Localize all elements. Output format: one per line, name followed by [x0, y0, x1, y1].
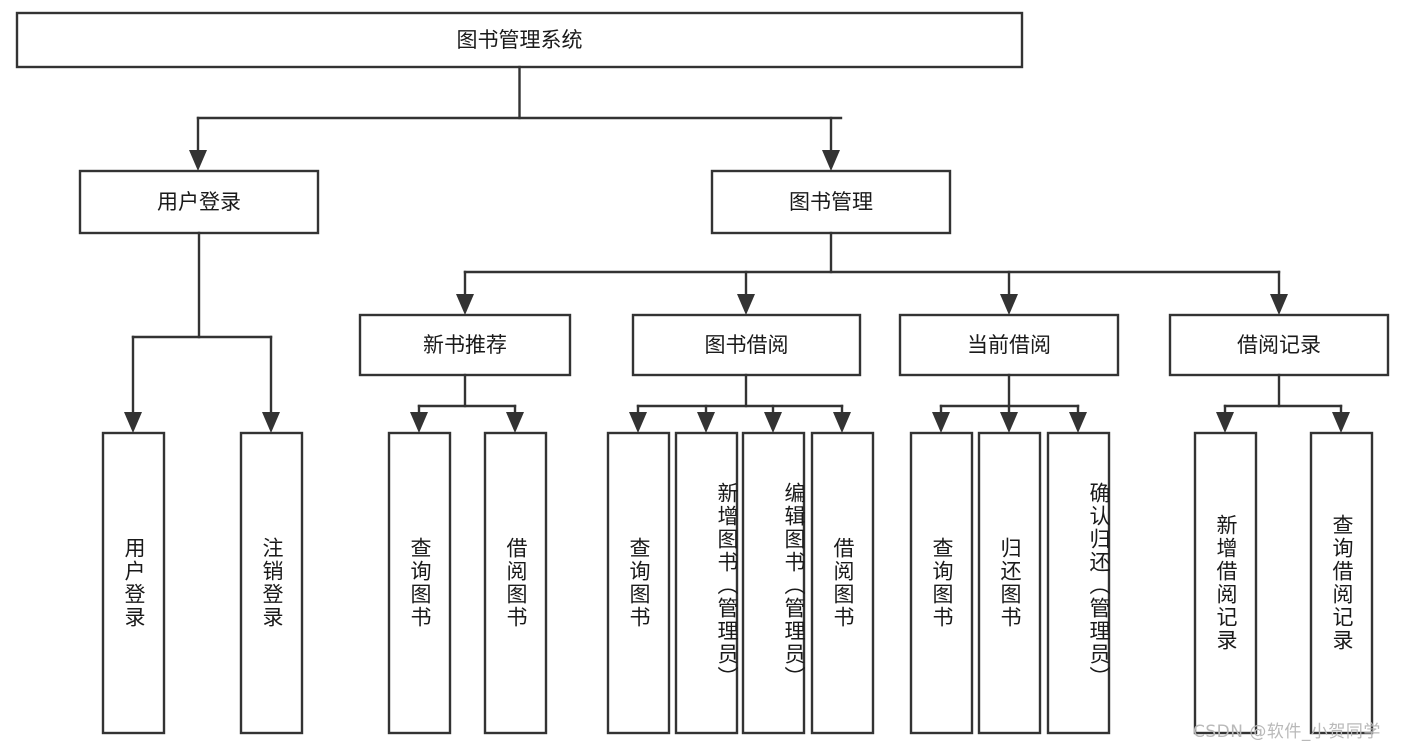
- leaf-borrow-edit-book-box[interactable]: [741, 431, 806, 735]
- arrow-head-icon: [737, 294, 755, 315]
- connector-borrow-record-to-leaves: [1216, 373, 1350, 433]
- node-borrow-record-label: 借阅记录: [1237, 333, 1321, 357]
- arrow-head-icon: [1332, 412, 1350, 433]
- arrow-head-icon: [1000, 294, 1018, 315]
- arrow-head-icon: [833, 412, 851, 433]
- connector-book-borrow-to-leaves: [629, 373, 851, 433]
- arrow-head-icon: [1270, 294, 1288, 315]
- arrow-head-icon: [932, 412, 950, 433]
- node-root[interactable]: 图书管理系统: [15, 11, 1024, 69]
- arrow-head-icon: [262, 412, 280, 433]
- node-new-book-recommend-box: [358, 313, 572, 377]
- leaf-borrow-add-book-box[interactable]: [674, 431, 739, 735]
- leaf-current-return-book-box[interactable]: [977, 431, 1042, 735]
- arrow-head-icon: [629, 412, 647, 433]
- connector-recommend-to-leaves: [410, 373, 524, 433]
- node-current-borrow[interactable]: 当前借阅: [898, 313, 1120, 377]
- node-root-box: [15, 11, 1024, 69]
- node-book-borrow-label: 图书借阅: [705, 333, 789, 357]
- node-current-borrow-label: 当前借阅: [967, 333, 1051, 357]
- leaf-rec-query-book-box[interactable]: [387, 431, 452, 735]
- arrow-head-icon: [456, 294, 474, 315]
- connector-book-manage-to-level2: [456, 231, 1288, 315]
- arrow-head-icon: [1069, 412, 1087, 433]
- connector-user-login-to-leaves: [124, 231, 280, 433]
- connector-current-borrow-to-leaves: [932, 373, 1087, 433]
- leaf-current-confirm-return-box[interactable]: [1046, 431, 1111, 735]
- leaf-record-add-box[interactable]: [1193, 431, 1258, 735]
- node-book-borrow[interactable]: 图书借阅: [631, 313, 862, 377]
- leaf-borrow-query-book-box[interactable]: [606, 431, 671, 735]
- node-book-manage[interactable]: 图书管理: [710, 169, 952, 235]
- node-user-login-label: 用户登录: [157, 190, 241, 214]
- leaf-record-query-box[interactable]: [1309, 431, 1374, 735]
- leaf-current-query-book-box[interactable]: [909, 431, 974, 735]
- node-new-book-recommend-label: 新书推荐: [423, 333, 507, 357]
- leaf-user-logout-box[interactable]: [239, 431, 304, 735]
- arrow-head-icon: [764, 412, 782, 433]
- arrow-head-icon: [189, 150, 207, 171]
- arrow-head-icon: [410, 412, 428, 433]
- node-borrow-record[interactable]: 借阅记录: [1168, 313, 1390, 377]
- node-current-borrow-box: [898, 313, 1120, 377]
- node-user-login[interactable]: 用户登录: [78, 169, 320, 235]
- arrow-head-icon: [124, 412, 142, 433]
- leaf-rec-borrow-book-box[interactable]: [483, 431, 548, 735]
- csdn-watermark: CSDN @软件_小贺同学: [1193, 722, 1381, 742]
- arrow-head-icon: [697, 412, 715, 433]
- leaf-borrow-borrow-book-box[interactable]: [810, 431, 875, 735]
- arrow-head-icon: [506, 412, 524, 433]
- arrow-head-icon: [822, 150, 840, 171]
- node-book-manage-label: 图书管理: [789, 190, 873, 214]
- arrow-head-icon: [1216, 412, 1234, 433]
- node-user-login-box: [78, 169, 320, 235]
- arrow-head-icon: [1000, 412, 1018, 433]
- connector-root-to-level1: [189, 65, 843, 171]
- node-new-book-recommend[interactable]: 新书推荐: [358, 313, 572, 377]
- leaf-user-login-box[interactable]: [101, 431, 166, 735]
- node-root-label: 图书管理系统: [457, 28, 583, 52]
